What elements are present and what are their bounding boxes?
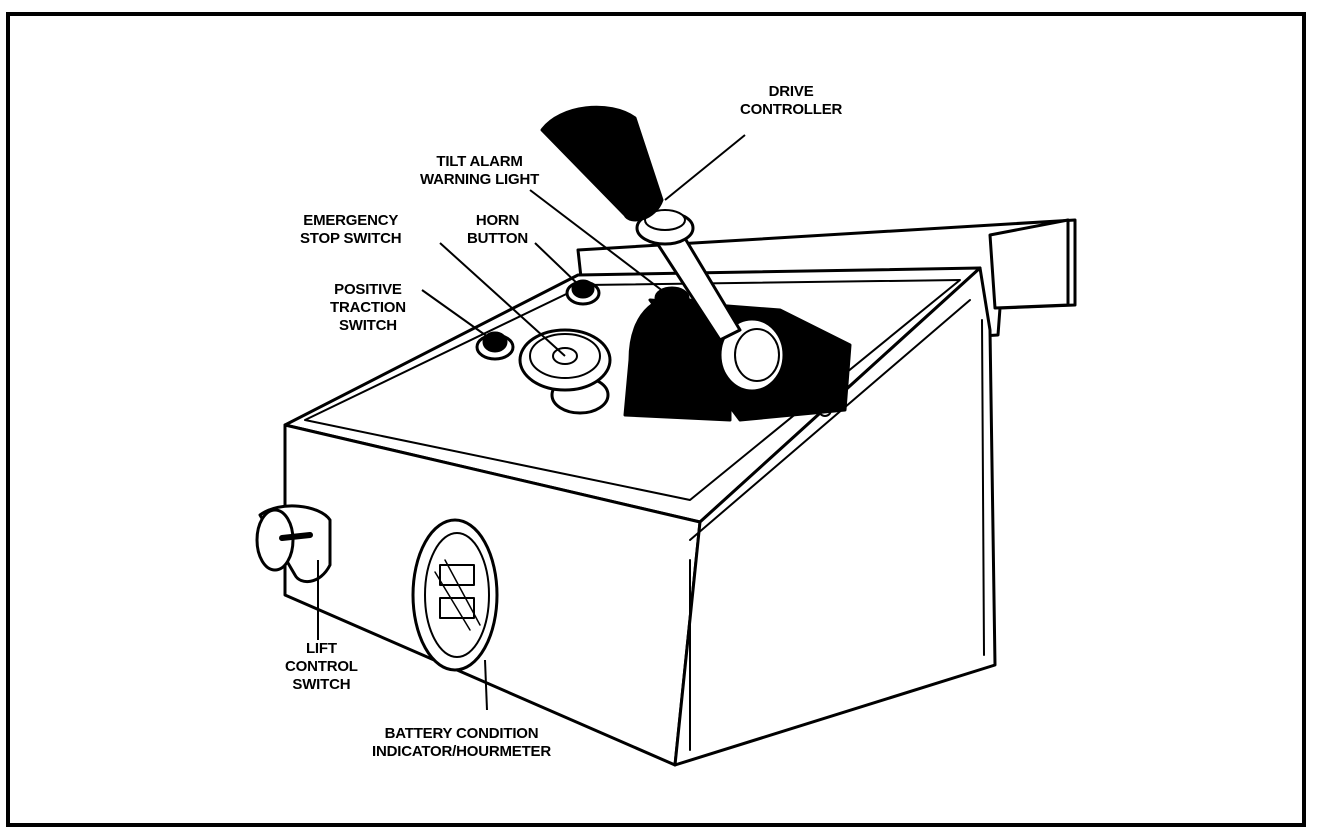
top-deck-inset xyxy=(304,279,961,501)
leader-emergency-stop xyxy=(439,242,566,357)
leader-horn xyxy=(534,242,584,290)
drive-controller-housing xyxy=(623,296,852,422)
battery-condition-indicator xyxy=(411,518,499,672)
leader-positive-traction xyxy=(421,289,496,343)
leader-drive-controller xyxy=(664,134,746,201)
side-face xyxy=(673,266,997,767)
emergency-stop-switch xyxy=(518,328,612,415)
side-bracket xyxy=(988,218,1070,310)
controller-grip xyxy=(540,105,664,222)
leader-tilt-alarm xyxy=(529,189,673,299)
lift-control-switch xyxy=(255,504,332,584)
positive-traction-switch xyxy=(475,331,515,361)
leader-battery xyxy=(484,659,488,711)
horn-button xyxy=(565,279,601,306)
